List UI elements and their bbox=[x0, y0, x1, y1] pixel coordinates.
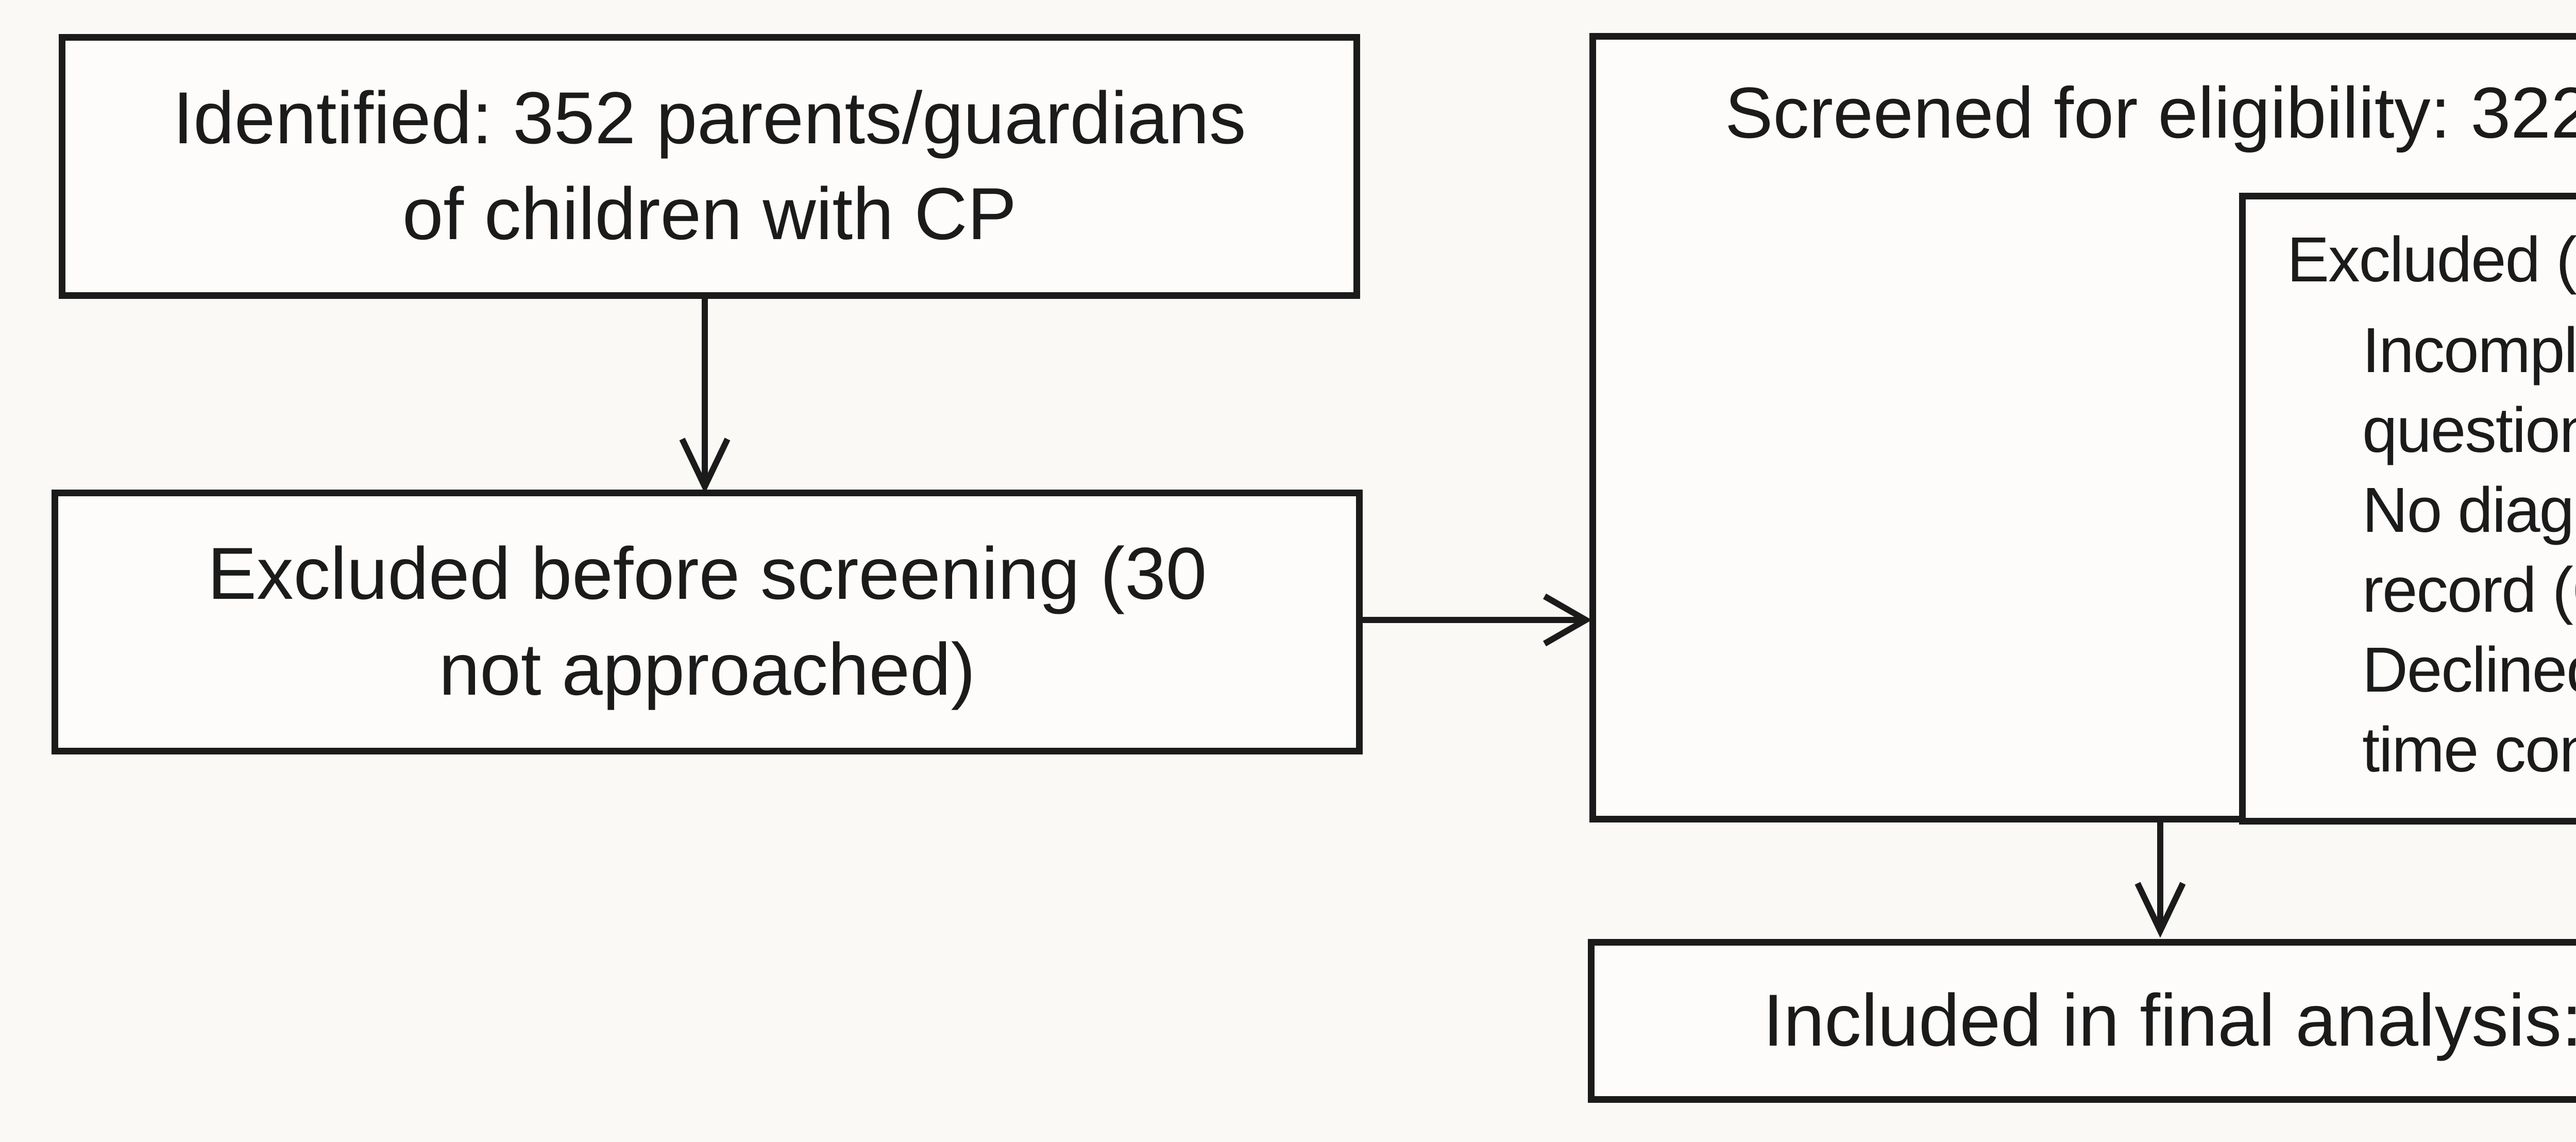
screened-label: Screened for eligibility: 322 bbox=[1725, 72, 2576, 153]
excluded-reason-item: Incomplete questionnaire (7) bbox=[2362, 315, 2576, 466]
excluded-before-text-line-1: Excluded before screening (30 bbox=[207, 533, 1207, 615]
included-text: Included in final analysis: 300 bbox=[1762, 980, 2576, 1062]
identified-text-line-2: of children with CP bbox=[402, 173, 1017, 255]
excluded-before-screening-box: Excluded before screening (30 not approa… bbox=[52, 490, 1363, 754]
arrowhead-down-icon bbox=[2134, 882, 2186, 938]
excluded-reason-item: Declined due to time constraints (9) bbox=[2362, 635, 2576, 785]
excluded-detail-title: Excluded (22): bbox=[2287, 225, 2576, 295]
excluded-before-text-line-2: not approached) bbox=[438, 629, 976, 711]
identified-text-line-1: Identified: 352 parents/guardians bbox=[173, 77, 1246, 159]
arrowhead-right-icon bbox=[1543, 593, 1592, 647]
identified-box: Identified: 352 parents/guardians of chi… bbox=[59, 34, 1360, 299]
connector-identified-to-excluded-before bbox=[679, 299, 731, 494]
excluded-reason-item: No diagnostic record (6) bbox=[2362, 475, 2576, 626]
excluded-detail-box: Excluded (22): Incomplete questionnaire … bbox=[2239, 193, 2576, 825]
included-box: Included in final analysis: 300 bbox=[1588, 939, 2576, 1103]
connector-excluded-before-to-screened bbox=[1363, 593, 1592, 647]
excluded-reason-list: Incomplete questionnaire (7) No diagnost… bbox=[2362, 311, 2576, 790]
arrowhead-down-icon bbox=[679, 438, 731, 494]
